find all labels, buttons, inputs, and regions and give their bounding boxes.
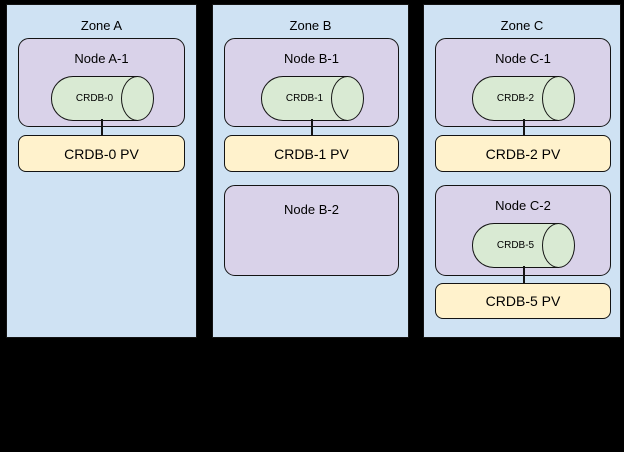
node-a-1-label: Node A-1 — [74, 51, 129, 66]
connector-line — [523, 266, 525, 284]
cylinder-cap — [542, 223, 575, 268]
crdb-2-pv-box: CRDB-2 PV — [435, 135, 611, 172]
node-c-1-box: Node C-1 CRDB-2 — [435, 38, 611, 127]
crdb-1-pod-cylinder: CRDB-1 — [261, 76, 364, 121]
zone-b: Zone B Node B-1 CRDB-1 CRDB-1 PV Node B-… — [212, 4, 409, 338]
crdb-0-pv-label: CRDB-0 PV — [64, 145, 139, 162]
crdb-5-pod-cylinder: CRDB-5 — [472, 223, 575, 268]
crdb-0-pod-label: CRDB-0 — [75, 93, 114, 104]
cylinder-cap — [121, 76, 154, 121]
cylinder-cap — [542, 76, 575, 121]
crdb-2-pod-cylinder: CRDB-2 — [472, 76, 575, 121]
connector-line — [311, 119, 313, 136]
zone-a-label: Zone A — [80, 18, 123, 33]
zone-c: Zone C Node C-1 CRDB-2 CRDB-2 PV Node C-… — [423, 4, 621, 338]
node-a-1-box: Node A-1 CRDB-0 — [18, 38, 185, 127]
zone-a: Zone A Node A-1 CRDB-0 CRDB-0 PV — [6, 4, 197, 338]
crdb-2-pv-label: CRDB-2 PV — [485, 145, 561, 162]
node-b-1-box: Node B-1 CRDB-1 — [224, 38, 399, 127]
node-b-2-box: Node B-2 — [224, 185, 399, 276]
crdb-0-pv-box: CRDB-0 PV — [18, 135, 185, 172]
crdb-5-pv-box: CRDB-5 PV — [435, 283, 611, 319]
zone-c-label: Zone C — [500, 18, 544, 33]
connector-line — [523, 119, 525, 136]
crdb-5-pv-label: CRDB-5 PV — [485, 293, 561, 309]
crdb-1-pod-label: CRDB-1 — [285, 93, 324, 104]
crdb-0-pod-cylinder: CRDB-0 — [51, 76, 154, 121]
cylinder-cap — [331, 76, 364, 121]
node-c-2-box: Node C-2 CRDB-5 — [435, 185, 611, 276]
crdb-1-pv-box: CRDB-1 PV — [224, 135, 399, 172]
node-c-1-label: Node C-1 — [495, 51, 551, 66]
connector-line — [101, 119, 103, 136]
crdb-5-pod-label: CRDB-5 — [496, 240, 535, 251]
crdb-1-pv-label: CRDB-1 PV — [274, 145, 349, 162]
node-b-1-label: Node B-1 — [284, 51, 339, 66]
node-c-2-label: Node C-2 — [495, 198, 551, 213]
node-b-2-label: Node B-2 — [284, 202, 339, 217]
zone-b-label: Zone B — [289, 18, 332, 33]
crdb-2-pod-label: CRDB-2 — [496, 93, 535, 104]
